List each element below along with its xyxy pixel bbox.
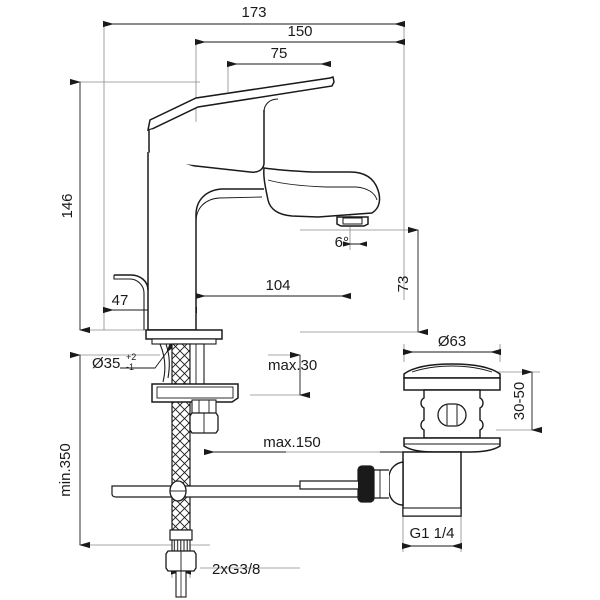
label-73: 73 <box>395 276 412 293</box>
aerator <box>336 216 369 227</box>
label-3050: 30-50 <box>511 382 528 420</box>
hose-coupling-lower <box>165 529 197 598</box>
label-150: 150 <box>287 23 312 40</box>
spout <box>263 167 381 218</box>
label-g114: G1 1/4 <box>409 525 454 542</box>
label-g38: 2xG3/8 <box>212 561 260 578</box>
faucet-assembly <box>111 76 381 598</box>
label-173: 173 <box>241 4 266 21</box>
waste-fitting <box>299 363 501 517</box>
label-max150: max.150 <box>263 434 321 451</box>
shank-and-supplies <box>159 343 205 531</box>
label-146: 146 <box>59 193 76 218</box>
lever-handle <box>147 76 335 132</box>
base-plate <box>145 329 223 345</box>
faucet-body <box>113 152 264 331</box>
dimension-labels: 173 150 75 146 47 104 73 6° Ø35 +2 -1 ma… <box>57 4 528 578</box>
extension-lines <box>80 24 540 578</box>
label-dia35: Ø35 <box>92 355 120 372</box>
label-max30: max.30 <box>268 357 317 374</box>
label-tol-minus: -1 <box>126 362 134 372</box>
label-104: 104 <box>265 277 290 294</box>
label-75: 75 <box>271 45 288 62</box>
label-dia63: Ø63 <box>438 333 466 350</box>
label-tol-plus: +2 <box>126 352 136 362</box>
mounting-nut <box>189 399 219 434</box>
label-47: 47 <box>112 292 129 309</box>
leader-dia35 <box>120 342 176 369</box>
label-angle: 6° <box>335 234 349 251</box>
mounting-bracket <box>151 383 239 403</box>
label-min350: min.350 <box>57 443 74 496</box>
